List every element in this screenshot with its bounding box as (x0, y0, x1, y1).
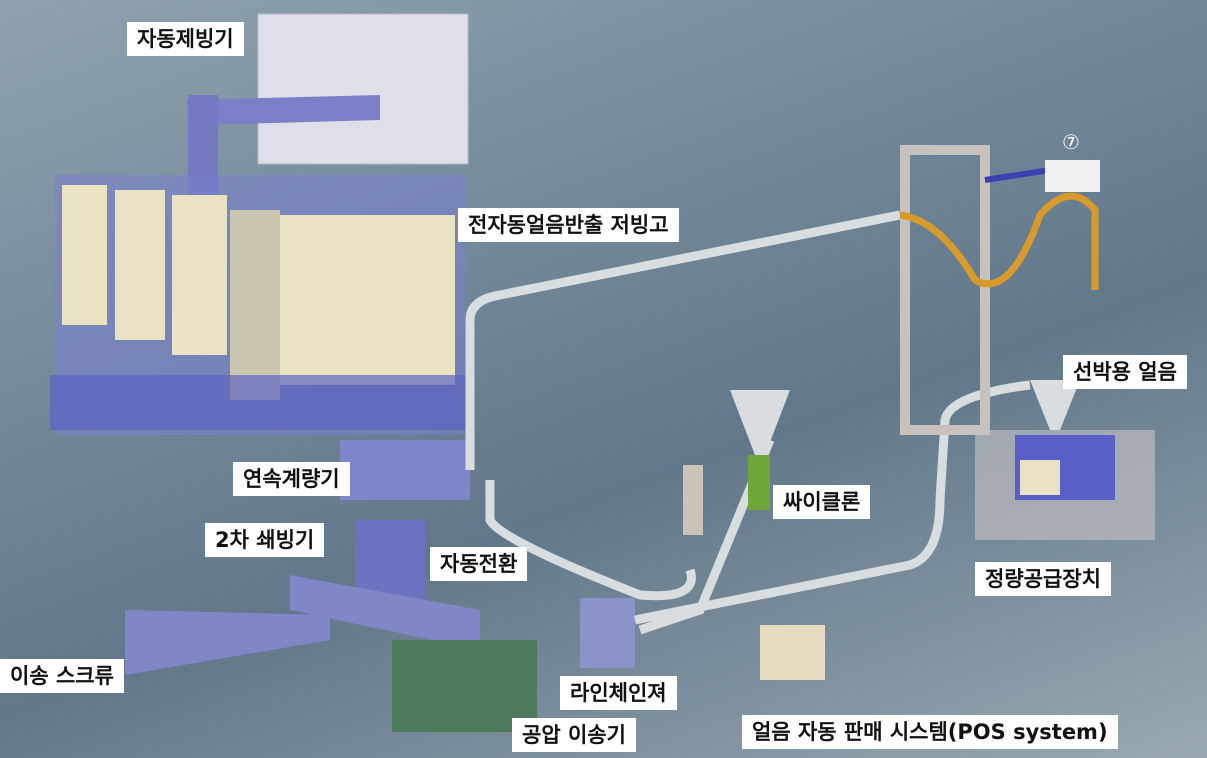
label-secondary-crusher: 2차 쇄빙기 (205, 523, 325, 557)
label-ship-ice: 선박용 얼음 (1063, 355, 1187, 389)
label-ice-maker: 자동제빙기 (127, 22, 244, 56)
metering-feeder-unit (975, 380, 1155, 540)
cyclone-unit (683, 390, 790, 535)
label-auto-switch: 자동전환 (430, 547, 528, 581)
crusher-and-screws (125, 440, 635, 732)
loading-tower (899, 145, 1100, 435)
label-continuous-scale: 연속계량기 (233, 462, 350, 496)
label-storage: 전자동얼음반출 저빙고 (458, 208, 679, 242)
marker-7: ⑦ (1062, 130, 1080, 154)
label-pos-system: 얼음 자동 판매 시스템(POS system) (742, 715, 1118, 749)
label-line-changer: 라인체인져 (560, 676, 677, 710)
label-cyclone: 싸이클론 (773, 485, 871, 519)
ice-maker-unit (185, 13, 469, 195)
label-metering-feeder: 정량공급장치 (975, 562, 1111, 596)
pos-box (760, 625, 825, 680)
ice-storage-unit (50, 175, 470, 435)
label-pneumatic-conveyor: 공압 이송기 (512, 718, 636, 752)
label-transfer-screw: 이송 스크류 (0, 659, 124, 693)
